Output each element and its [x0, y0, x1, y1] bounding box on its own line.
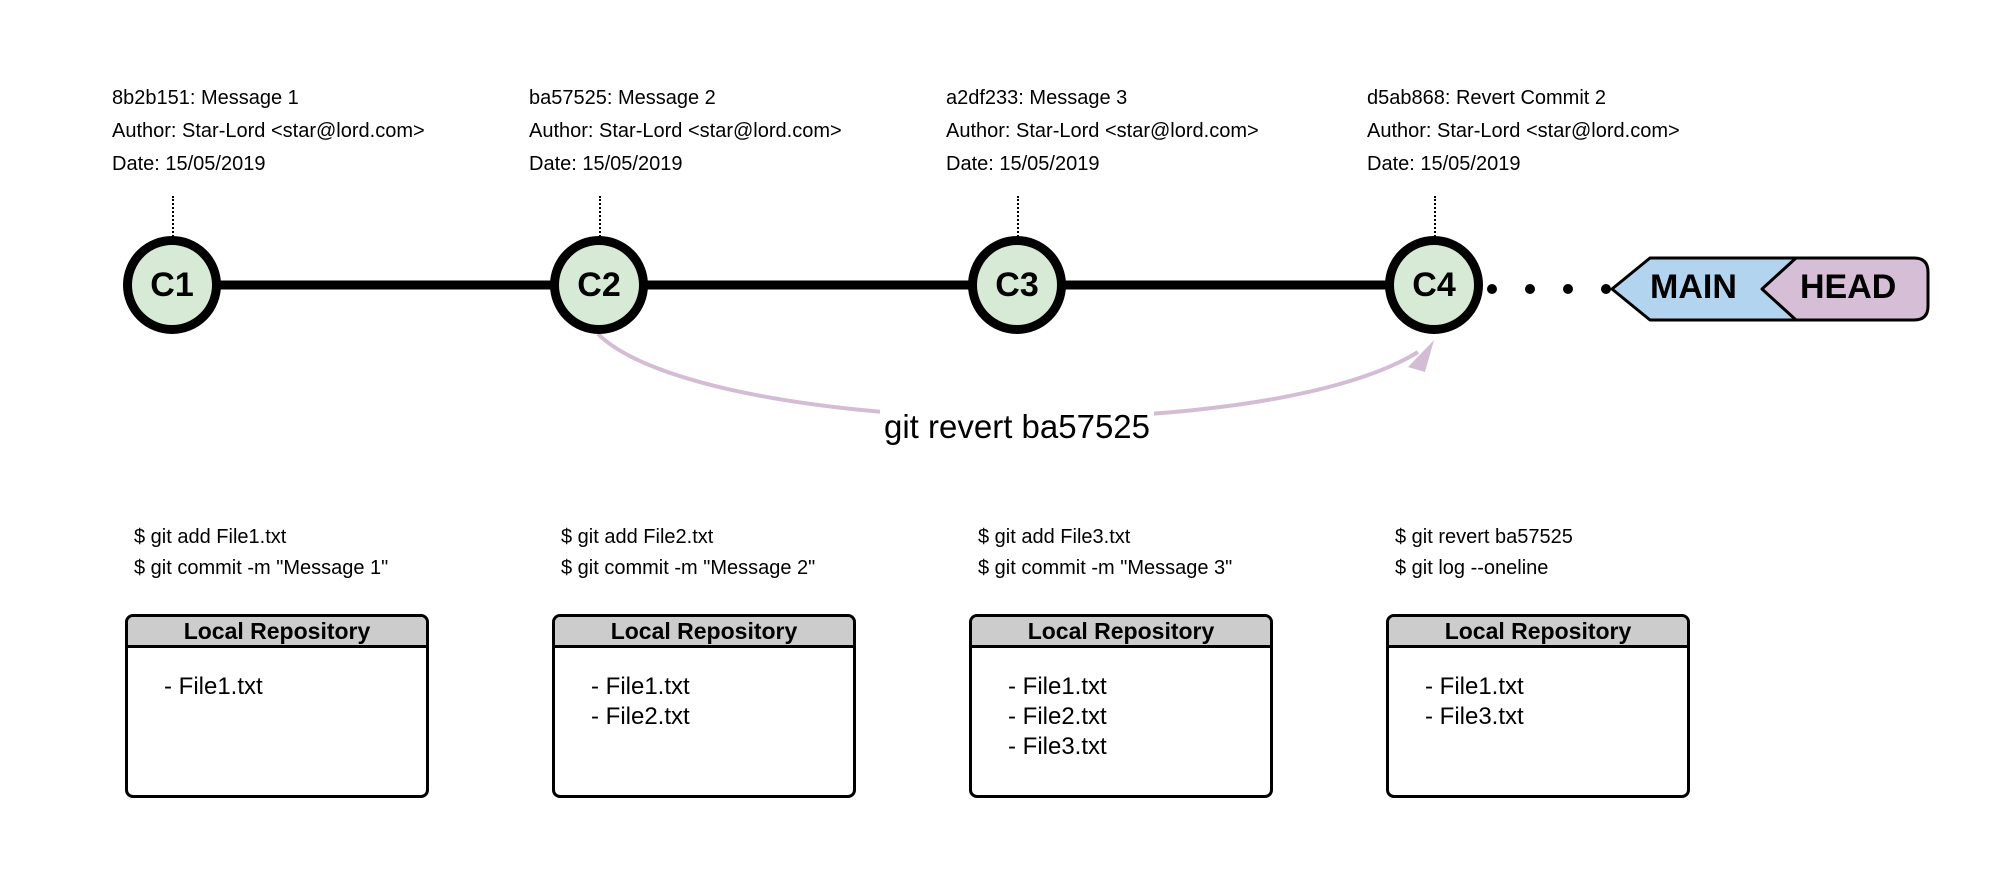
repo-title: Local Repository: [128, 617, 426, 648]
repo-file-list: - File1.txt - File3.txt: [1389, 648, 1687, 732]
step-3-commands: $ git add File3.txt $ git commit -m "Mes…: [978, 522, 1232, 584]
head-label: HEAD: [1800, 268, 1897, 306]
commit-2-author: Author: Star-Lord <star@lord.com>: [529, 120, 842, 142]
commit-1-leader: [172, 196, 174, 241]
commit-4-date: Date: 15/05/2019: [1367, 153, 1521, 175]
head-tag-shape: [1760, 256, 1930, 322]
ellipsis-dot: [1563, 284, 1573, 294]
step-2-commands: $ git add File2.txt $ git commit -m "Mes…: [561, 522, 815, 584]
commit-node-c3: C3: [968, 236, 1066, 334]
ellipsis-dot: [1601, 284, 1611, 294]
commit-4-leader: [1434, 196, 1436, 241]
step-4-commands: $ git revert ba57525 $ git log --oneline: [1395, 522, 1573, 584]
repo-file: - File2.txt: [1008, 703, 1107, 730]
commit-4-title: d5ab868: Revert Commit 2: [1367, 87, 1607, 109]
repo-box-3: Local Repository - File1.txt - File2.txt…: [969, 614, 1273, 798]
main-branch-label: MAIN: [1650, 268, 1737, 306]
commit-3-date: Date: 15/05/2019: [946, 153, 1100, 175]
repo-box-1: Local Repository - File1.txt: [125, 614, 429, 798]
repo-box-2: Local Repository - File1.txt - File2.txt: [552, 614, 856, 798]
revert-label: git revert ba57525: [880, 408, 1155, 446]
repo-file: - File1.txt: [164, 673, 263, 700]
repo-file-list: - File1.txt - File2.txt - File3.txt: [972, 648, 1270, 762]
repo-file: - File1.txt: [591, 673, 690, 700]
commit-2-date: Date: 15/05/2019: [529, 153, 683, 175]
step-2-cmd-1: $ git add File2.txt: [561, 526, 714, 548]
commit-2-meta: ba57525: Message 2 Author: Star-Lord <st…: [529, 82, 842, 181]
commit-3-title: a2df233: Message 3: [946, 87, 1128, 109]
step-4-cmd-1: $ git revert ba57525: [1395, 526, 1573, 548]
repo-file-list: - File1.txt: [128, 648, 426, 702]
revert-arrow: [596, 332, 1420, 421]
revert-arrowhead: [1408, 340, 1434, 372]
repo-file-list: - File1.txt - File2.txt: [555, 648, 853, 732]
commit-2-title: ba57525: Message 2: [529, 87, 716, 109]
commit-node-c1: C1: [123, 236, 221, 334]
step-1-commands: $ git add File1.txt $ git commit -m "Mes…: [134, 522, 388, 584]
step-2-cmd-2: $ git commit -m "Message 2": [561, 557, 816, 579]
repo-file: - File1.txt: [1425, 673, 1524, 700]
commit-4-meta: d5ab868: Revert Commit 2 Author: Star-Lo…: [1367, 82, 1680, 181]
commit-node-c2: C2: [550, 236, 648, 334]
commit-1-date: Date: 15/05/2019: [112, 153, 266, 175]
ellipsis-dot: [1525, 284, 1535, 294]
commit-node-c4: C4: [1385, 236, 1483, 334]
step-3-cmd-1: $ git add File3.txt: [978, 526, 1131, 548]
ellipsis-dot: [1487, 284, 1497, 294]
repo-file: - File3.txt: [1008, 733, 1107, 760]
step-3-cmd-2: $ git commit -m "Message 3": [978, 557, 1233, 579]
commit-1-meta: 8b2b151: Message 1 Author: Star-Lord <st…: [112, 82, 425, 181]
repo-file: - File2.txt: [591, 703, 690, 730]
repo-title: Local Repository: [555, 617, 853, 648]
repo-box-4: Local Repository - File1.txt - File3.txt: [1386, 614, 1690, 798]
commit-3-leader: [1017, 196, 1019, 241]
commit-1-author: Author: Star-Lord <star@lord.com>: [112, 120, 425, 142]
commit-1-title: 8b2b151: Message 1: [112, 87, 299, 109]
step-1-cmd-1: $ git add File1.txt: [134, 526, 287, 548]
commit-4-author: Author: Star-Lord <star@lord.com>: [1367, 120, 1680, 142]
commit-3-meta: a2df233: Message 3 Author: Star-Lord <st…: [946, 82, 1259, 181]
step-1-cmd-2: $ git commit -m "Message 1": [134, 557, 389, 579]
repo-file: - File3.txt: [1425, 703, 1524, 730]
commit-2-leader: [599, 196, 601, 241]
repo-title: Local Repository: [972, 617, 1270, 648]
repo-title: Local Repository: [1389, 617, 1687, 648]
step-4-cmd-2: $ git log --oneline: [1395, 557, 1549, 579]
commit-3-author: Author: Star-Lord <star@lord.com>: [946, 120, 1259, 142]
repo-file: - File1.txt: [1008, 673, 1107, 700]
